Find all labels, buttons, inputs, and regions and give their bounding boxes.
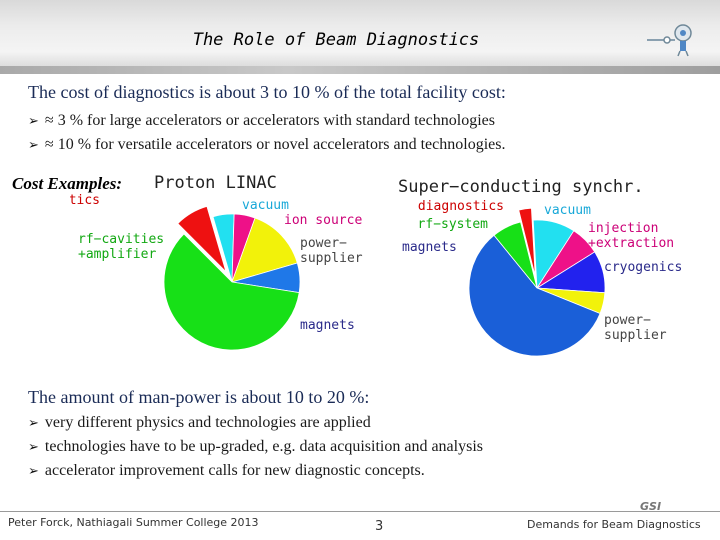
- pie-slice-power: [231, 217, 298, 283]
- page-number: 3: [375, 519, 384, 534]
- slice-label-injection: injection+extraction: [588, 221, 674, 251]
- chart-title: Proton LINAC: [154, 173, 277, 193]
- header-banner: [0, 0, 720, 74]
- gsi-mascot-logo: [647, 24, 692, 57]
- slice-label-magnets: magnets: [402, 240, 457, 255]
- slice-label-vacuum: vacuum: [544, 203, 591, 218]
- footer-author: Peter Forck, Nathiagali Summer College 2…: [8, 516, 259, 529]
- pie-slice-rf-system: [493, 221, 538, 289]
- gsi-logo: GSI: [640, 500, 662, 513]
- arrow-bullet-icon: ➢: [28, 114, 39, 129]
- slice-label-ion-source: ion source: [284, 213, 362, 228]
- list-item: ➢ ≈ 3 % for large accelerators or acceler…: [28, 109, 505, 133]
- slice-label-cryogenics: cryogenics: [604, 260, 682, 275]
- slice-label-diagnostics: diagnostics: [418, 199, 504, 214]
- manpower-heading: The amount of man-power is about 10 to 2…: [28, 387, 370, 407]
- footer-divider: [0, 511, 720, 512]
- manpower-bullet-list: ➢ very different physics and technologies…: [28, 411, 483, 483]
- arrow-bullet-icon: ➢: [28, 138, 39, 153]
- pie-slice-magnets: [468, 234, 601, 357]
- arrow-bullet-icon: ➢: [28, 440, 39, 455]
- cost-bullet-list: ➢ ≈ 3 % for large accelerators or acceler…: [28, 109, 505, 157]
- arrow-bullet-icon: ➢: [28, 416, 39, 431]
- arrow-bullet-icon: ➢: [28, 464, 39, 479]
- slice-label-rf-cavities: rf−cavities+amplifier: [78, 232, 164, 262]
- chart-title: Super−conducting synchr.: [398, 177, 644, 197]
- slice-label-power: power−supplier: [300, 236, 363, 266]
- slice-label-power: power−supplier: [604, 313, 667, 343]
- list-item: ➢ technologies have to be up-graded, e.g.…: [28, 435, 483, 459]
- list-item: ➢ very different physics and technologies…: [28, 411, 483, 435]
- bullet-text: very different physics and technologies …: [44, 414, 371, 431]
- bullet-text: technologies have to be up-graded, e.g. …: [44, 438, 483, 455]
- slice-label-magnets: magnets: [300, 318, 355, 333]
- slide-title: The Role of Beam Diagnostics: [192, 30, 480, 50]
- slice-label-diagnostics: diagnostics: [70, 193, 100, 208]
- list-item: ➢ ≈ 10 % for versatile accelerators or no…: [28, 133, 505, 157]
- list-item: ➢ accelerator improvement calls for new d…: [28, 459, 483, 483]
- cost-heading: The cost of diagnostics is about 3 to 10…: [28, 82, 506, 102]
- pie-slice-diagnostics: [177, 205, 227, 272]
- bullet-text: accelerator improvement calls for new di…: [44, 462, 425, 479]
- superconducting-synchrotron-pie-chart: Super−conducting synchr. diagnostics vacuu…: [398, 177, 682, 357]
- cost-examples-label: Cost Examples:: [12, 174, 123, 193]
- pie-slice-rf-cavities: [163, 233, 300, 351]
- slice-label-vacuum: vacuum: [242, 198, 289, 213]
- header-stripe: [0, 66, 720, 74]
- pie-slice-diagnostics: [518, 207, 536, 277]
- slice-label-rf-system: rf−system: [418, 217, 489, 232]
- bullet-text: ≈ 3 % for large accelerators or accelera…: [44, 112, 495, 129]
- footer-section-title: Demands for Beam Diagnostics: [527, 518, 701, 531]
- bullet-text: ≈ 10 % for versatile accelerators or nov…: [44, 136, 506, 153]
